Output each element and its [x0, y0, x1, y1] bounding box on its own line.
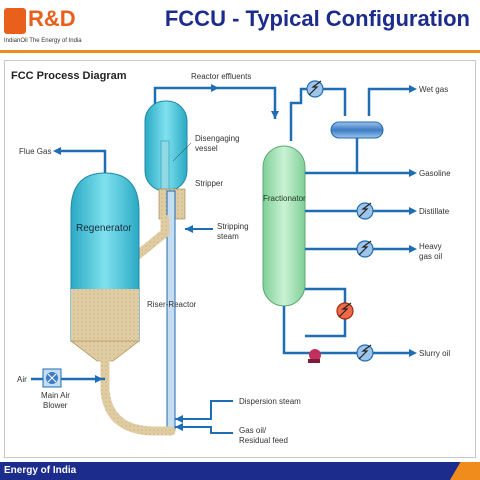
air-label: Air	[17, 375, 27, 384]
header: R&D IndianOil The Energy of India FCCU -…	[0, 0, 480, 52]
main-air-blower-label-1: Main Air	[41, 391, 70, 400]
wet-gas-label: Wet gas	[419, 85, 448, 94]
main-air-blower-label-2: Blower	[43, 401, 68, 410]
fractionator-column	[262, 145, 306, 307]
indianoil-logo-icon	[4, 8, 26, 34]
slurry-pump-icon	[308, 349, 321, 363]
reflux-drum	[330, 121, 384, 139]
heavy-gas-oil-label-1: Heavy	[419, 242, 442, 251]
dispersion-steam-line	[175, 400, 233, 423]
stripping-steam-label-1: Stripping	[217, 222, 249, 231]
fractionator-label: Fractionator	[263, 194, 306, 203]
regenerated-catalyst-line	[100, 356, 176, 436]
slurry-oil-label: Slurry oil	[419, 349, 450, 358]
regenerator-label: Regenerator	[76, 223, 132, 234]
gas-oil-feed-line	[175, 423, 233, 434]
dispersion-steam-label: Dispersion steam	[239, 397, 301, 406]
stripper-label: Stripper	[195, 179, 223, 188]
slurry-oil-line	[282, 306, 417, 362]
stripping-steam-label-2: steam	[217, 232, 239, 241]
logo-text: R&D	[28, 6, 76, 31]
riser-reactor-label: Riser-Reactor	[147, 300, 197, 309]
gas-oil-feed-label-1: Gas oil/	[239, 426, 267, 435]
diagram-frame: FCC Process Diagram Reactor effluents We…	[4, 60, 476, 458]
disengaging-vessel-label-2: vessel	[195, 144, 218, 153]
stripping-steam-line	[185, 225, 213, 233]
overhead-line	[289, 85, 417, 141]
flue-gas-label: Flue Gas	[19, 147, 51, 156]
main-air-blower-icon	[42, 368, 62, 388]
distillate-line	[305, 202, 417, 220]
diagram-title: FCC Process Diagram	[11, 70, 127, 82]
gas-oil-feed-label-2: Residual feed	[239, 436, 288, 445]
header-divider	[0, 50, 480, 53]
footer-text: Energy of India	[4, 465, 77, 476]
gasoline-label: Gasoline	[419, 169, 451, 178]
heavy-gas-oil-label-2: gas oil	[419, 252, 442, 261]
disengaging-vessel-label-1: Disengaging	[195, 134, 239, 143]
heavy-gas-oil-line	[305, 240, 417, 258]
disengaging-vessel	[144, 100, 188, 197]
logo-subtitle: IndianOil The Energy of India	[4, 38, 82, 44]
gasoline-line	[305, 169, 417, 177]
fcc-process-diagram: FCC Process Diagram Reactor effluents We…	[11, 70, 451, 445]
air-line	[31, 375, 105, 383]
pumparound-loop	[305, 287, 354, 338]
footer-bar	[0, 462, 480, 480]
flue-gas-line	[53, 147, 107, 173]
reactor-effluents-label: Reactor effluents	[191, 72, 251, 81]
page-title: FCCU - Typical Configuration	[164, 6, 470, 31]
distillate-label: Distillate	[419, 207, 450, 216]
overhead-condenser-icon	[306, 80, 324, 98]
regenerator-vessel	[70, 172, 140, 362]
disengaging-leader	[172, 142, 192, 162]
